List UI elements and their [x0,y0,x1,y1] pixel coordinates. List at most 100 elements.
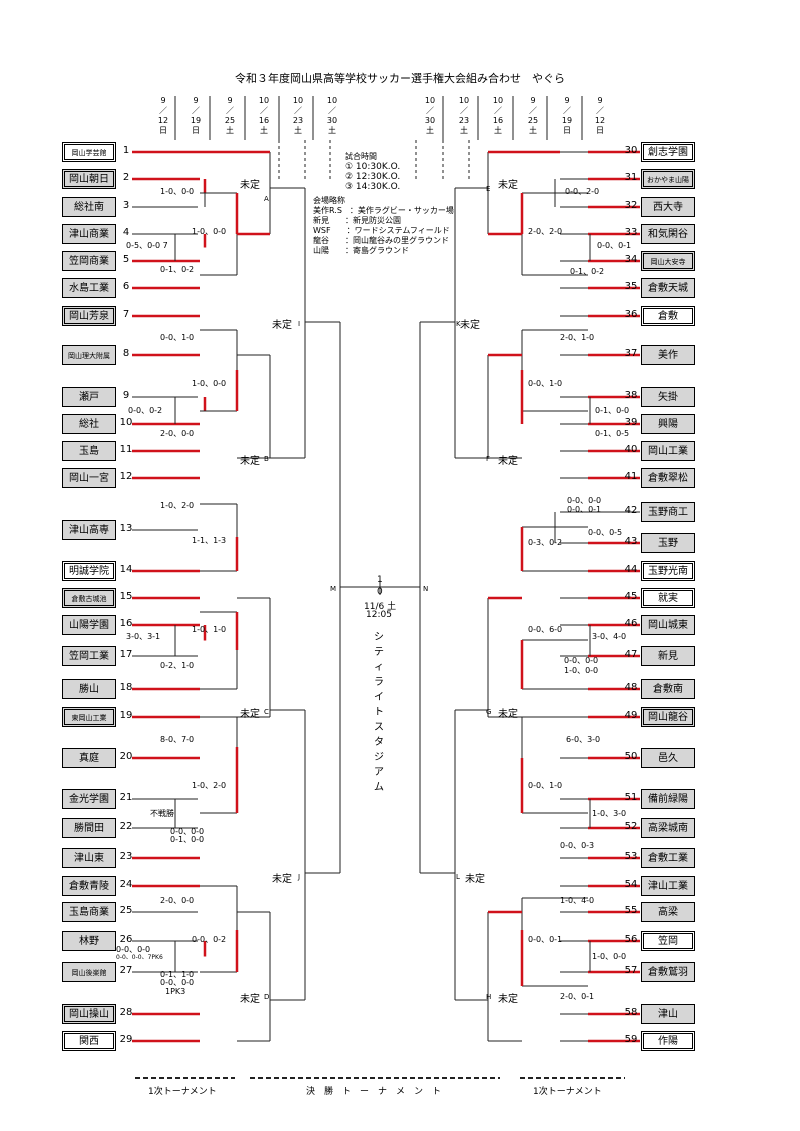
score-note: 1PK3 [165,987,186,996]
team-number: 17 [119,649,133,660]
team-number: 28 [119,1007,133,1018]
team-box: 東岡山工業 [62,707,116,727]
footer-right: 1次トーナメント [533,1087,602,1097]
score-note: 0-0、0-0、7PK6 [116,954,163,961]
team-box: 玉島商業 [62,902,116,922]
team-number: 20 [119,751,133,762]
score-note: 0-0、0-1 [567,505,602,514]
team-box: 岡山工業 [641,441,695,461]
team-number: 47 [624,649,638,660]
block-label: A [264,195,269,203]
score-note: 6-0、3-0 [566,735,601,744]
venue-line-4: 龍谷 ：岡山龍谷みの里グラウンド [313,236,449,245]
score-note: 8-0、7-0 [160,735,195,744]
team-number: 19 [119,710,133,721]
team-number: 16 [119,618,133,629]
final-score-bottom: 0 [377,587,383,597]
block-label: J [298,873,301,881]
match-time-2: ② 12:30K.O. [345,172,401,182]
score-note: 0-0、2-0 [565,187,600,196]
pending-label: 未定 [272,320,292,331]
team-box: 就実 [641,588,695,608]
block-label: D [264,993,270,1001]
team-number: 42 [624,505,638,516]
venue-heading: 会場略称 [313,196,345,205]
venue-line-3: WSF ：ワードシステムフィールド [313,226,450,235]
score-note: 0-0、0-3 [560,841,595,850]
score-note: 0-0、6-0 [528,625,563,634]
score-note: 0-1、0-5 [595,429,630,438]
team-number: 48 [624,682,638,693]
team-box: 岡山一宮 [62,468,116,488]
score-note: 1-0、0-0 [592,952,627,961]
score-note: 0-0、1-0 [528,781,563,790]
team-number: 41 [624,471,638,482]
venue-abbreviations: 会場略称 美作R.S ：美作ラグビー・サッカー場 新見 ：新見防災公園 WSF … [313,196,454,256]
score-note: 1-0、2-0 [160,501,195,510]
team-box: 岡山学芸館 [62,142,116,162]
team-box: 津山商業 [62,224,116,244]
team-box: 興陽 [641,414,695,434]
team-number: 7 [122,309,130,320]
team-number: 36 [624,309,638,320]
team-box: 備前緑陽 [641,789,695,809]
score-note: 1-0、0-0 [564,666,599,675]
footer-left: 1次トーナメント [148,1087,217,1097]
team-box: 倉敷工業 [641,848,695,868]
team-number: 52 [624,821,638,832]
team-box: 新見 [641,646,695,666]
team-box: 美作 [641,345,695,365]
score-note: 0-1、0-0 [595,406,630,415]
team-box: 明誠学院 [62,561,116,581]
team-box: 西大寺 [641,197,695,217]
score-note: 0-0、0-2 [128,406,163,415]
team-number: 49 [624,710,638,721]
pending-label: 未定 [460,320,480,331]
team-box: 津山工業 [641,876,695,896]
team-number: 50 [624,751,638,762]
block-label: C [264,708,269,716]
team-number: 3 [122,200,130,211]
team-number: 4 [122,227,130,238]
team-box: 笠岡商業 [62,251,116,271]
score-note: 0-5、0-0 7 [126,241,168,250]
final-time: 12:05 [366,610,392,620]
pending-label: 未定 [240,456,260,467]
team-number: 6 [122,281,130,292]
team-box: 瀬戸 [62,387,116,407]
block-label: M [330,585,337,593]
block-label: F [486,455,491,463]
team-box: 関西 [62,1031,116,1051]
score-note: 2-0、0-0 [160,429,195,438]
score-note: 2-0、2-0 [528,227,563,236]
team-number: 31 [624,172,638,183]
venue-line-5: 山陽 ：寄島グラウンド [313,246,409,255]
team-box: 倉敷南 [641,679,695,699]
team-number: 12 [119,471,133,482]
final-date: 11/6 土 [364,602,397,612]
team-number: 1 [122,145,130,156]
team-box: 高梁 [641,902,695,922]
team-box: 勝間田 [62,818,116,838]
team-number: 56 [624,934,638,945]
team-box: 作陽 [641,1031,695,1051]
score-note: 2-0、1-0 [560,333,595,342]
team-number: 2 [122,172,130,183]
team-number: 14 [119,564,133,575]
score-note: 1-0、2-0 [192,781,227,790]
team-number: 43 [624,536,638,547]
score-note: 1-0、3-0 [592,809,627,818]
page-title: 令和３年度岡山県高等学校サッカー選手権大会組み合わせ やぐら [235,72,565,85]
team-number: 24 [119,879,133,890]
score-note: 0-1、0-2 [160,265,195,274]
score-note: 0-0、0-5 [588,528,623,537]
venue-line-2: 新見 ：新見防災公園 [313,216,401,225]
score-note: 3-0、3-1 [126,632,161,641]
team-number: 27 [119,965,133,976]
team-box: 岡山城東 [641,615,695,635]
pending-label: 未定 [240,180,260,191]
team-number: 55 [624,905,638,916]
